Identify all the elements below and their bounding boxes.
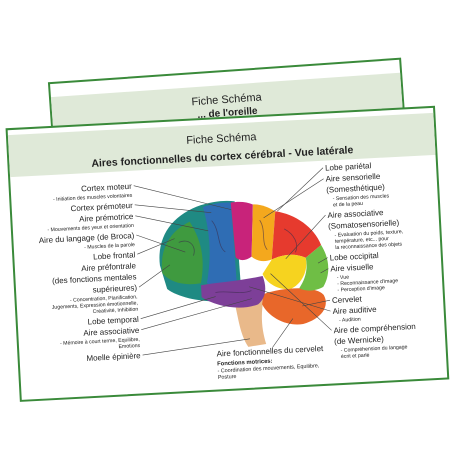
cerebellum-function-detail: - Coordination des mouvements, Equilibre… xyxy=(217,363,320,374)
cerebellum-function-detail: Posture xyxy=(218,374,237,381)
leader-line xyxy=(263,178,324,219)
right-label-detail: - Audition xyxy=(339,317,361,324)
temporal-lobe-shape xyxy=(201,276,266,308)
left-label-main: Aire prémotrice xyxy=(79,212,134,224)
right-label-main: (de Wernicke) xyxy=(334,335,384,347)
premotor-area-shape xyxy=(202,202,238,291)
left-label-detail: - Mémoire à court terme, Equilibre, xyxy=(60,337,140,347)
right-label-main: Cervelet xyxy=(332,294,363,305)
back-card-header xyxy=(50,72,403,134)
left-label-main: (des fonctions mentales xyxy=(52,272,137,285)
left-label-main: Cortex moteur xyxy=(81,182,132,194)
left-label-main: Moelle épinière xyxy=(86,351,141,363)
parietal-lobe-shape xyxy=(271,211,322,260)
right-label-main: (Somatosensorielle) xyxy=(328,218,400,231)
right-label-detail: - Perception d'image xyxy=(337,285,385,293)
right-label-main: Aire sensorielle xyxy=(325,172,381,184)
right-label-detail: température, etc... pour xyxy=(335,236,389,245)
left-label-detail: - Mouvements des yeux et orientation xyxy=(47,223,134,234)
brain-sulci xyxy=(178,219,298,293)
left-label-detail: - Initiation des muscles volontaires xyxy=(53,193,133,203)
associative-area-shape xyxy=(262,254,307,290)
right-label-main: Lobe pariétal xyxy=(325,161,372,172)
left-label-detail: Créativité, Inhibition xyxy=(93,307,139,315)
leader-lines xyxy=(133,167,332,356)
right-label-detail: et de la peau xyxy=(333,201,363,209)
right-label-detail: - Reconnaissance d'image xyxy=(337,278,398,287)
prefrontal-area-shape xyxy=(161,221,203,285)
right-label-detail: écrit et parlé xyxy=(341,353,370,360)
left-label-detail: Emotions xyxy=(118,343,140,350)
left-label-main: Lobe frontal xyxy=(93,250,136,261)
leader-line xyxy=(133,185,232,210)
front-card: Fiche Schéma Aires fonctionnelles du cor… xyxy=(5,105,450,402)
leader-line xyxy=(136,234,186,253)
occipital-lobe-shape xyxy=(299,244,329,291)
right-label-main: Aire visuelle xyxy=(330,262,374,273)
right-label-main: Lobe occipital xyxy=(330,251,380,263)
leader-line xyxy=(138,264,171,288)
left-label-main: Lobe temporal xyxy=(87,315,139,327)
leader-line xyxy=(302,299,331,307)
leader-line xyxy=(249,286,331,312)
left-label-detail: - Concentration, Planification, xyxy=(70,294,138,304)
brain-illustration xyxy=(159,200,329,347)
right-label-main: Aire associative xyxy=(327,208,384,220)
leader-line xyxy=(317,257,328,264)
left-label-detail: - Muscles de la parole xyxy=(84,242,135,251)
right-label-main: Aire auditive xyxy=(332,305,377,316)
right-label-detail: - Sensation des muscles xyxy=(333,193,390,202)
right-label-main: (Somesthétique) xyxy=(326,183,385,195)
right-label-main: Aire de compréhension xyxy=(333,322,416,335)
leader-line xyxy=(141,298,252,330)
left-label-column: Cortex moteur- Initiation des muscles vo… xyxy=(39,182,142,363)
front-card-header xyxy=(7,112,436,178)
left-label-detail: Jugements, Expression émotionnelle, xyxy=(52,300,138,311)
left-label-main: Aire préfontrale xyxy=(81,261,137,273)
left-label-main: Cortex prémoteur xyxy=(70,201,133,213)
left-label-main: supérieures) xyxy=(92,283,137,294)
leader-line xyxy=(285,214,326,260)
leader-line xyxy=(270,273,332,331)
motor-cortex-shape xyxy=(230,201,253,261)
brainstem-shape xyxy=(233,298,267,347)
leader-line xyxy=(142,338,250,356)
leader-line xyxy=(137,238,175,255)
right-label-detail: - Compréhension du langage xyxy=(340,344,407,353)
leader-line xyxy=(135,215,209,232)
back-card-title: Fiche Schéma xyxy=(191,91,263,108)
right-label-detail: - Vue xyxy=(337,275,350,282)
leader-line xyxy=(134,204,212,213)
cerebellum-function-heading: Fonctions motrices: xyxy=(217,359,273,368)
cerebellum-shape xyxy=(262,288,326,325)
right-label-detail: - Evaluation du poids, texture, xyxy=(334,229,403,239)
leader-line xyxy=(272,318,294,348)
leader-line xyxy=(320,268,329,274)
right-label-detail: la reconnaissance des objets xyxy=(335,241,403,251)
front-card-title: Fiche Schéma xyxy=(186,131,258,147)
left-label-main: Aire associative xyxy=(83,326,140,338)
leader-line xyxy=(140,296,216,319)
